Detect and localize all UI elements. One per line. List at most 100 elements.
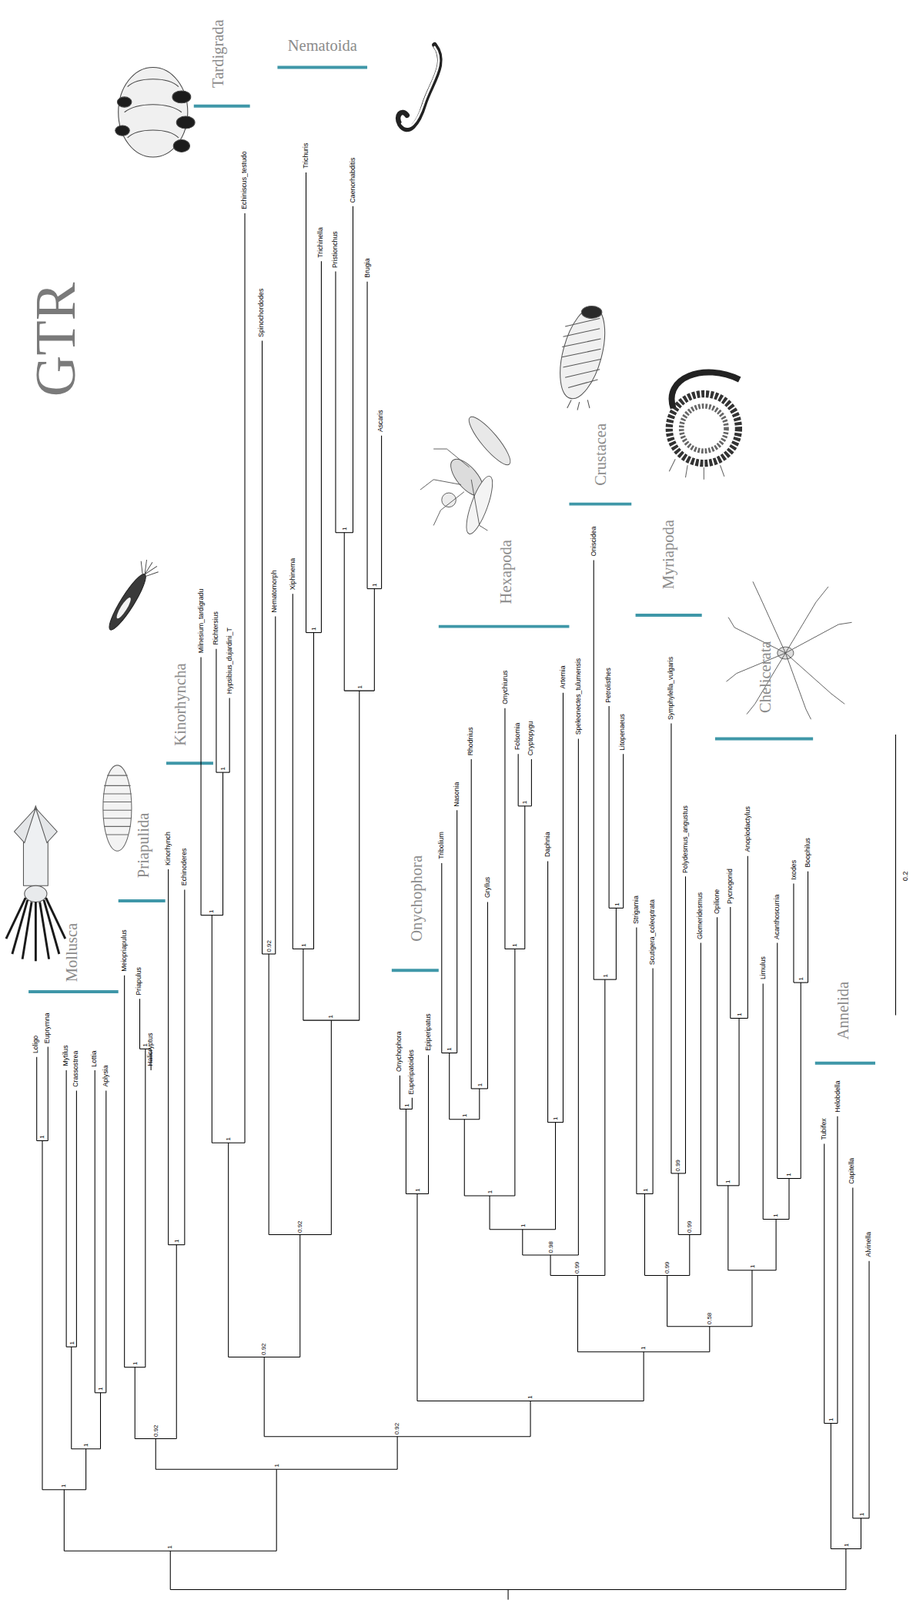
tree-branch: [321, 260, 322, 633]
taxon-name: Epiperipatus: [423, 1013, 432, 1051]
tree-branch: [66, 1070, 67, 1347]
tree-branch: [700, 942, 702, 1235]
tree-branch: [729, 906, 731, 1018]
clade-bar: [635, 613, 703, 617]
taxon-name: Priapulus: [134, 966, 143, 994]
support-value: 1: [310, 626, 318, 630]
tree-branch: [334, 270, 336, 532]
tree-branch: [299, 1234, 301, 1357]
taxon-name: Ixodes: [789, 859, 797, 880]
taxon-name: Brugia: [362, 257, 371, 278]
taxon-name: Lottia: [90, 1050, 98, 1067]
clade-bar: [28, 989, 119, 994]
taxon-name: Kinorhynch: [163, 831, 172, 866]
tree-branch: [381, 435, 382, 589]
title-text: GTR: [24, 282, 88, 397]
support-value: 1: [476, 1083, 484, 1087]
taxon-name: Halicryptus: [146, 1032, 154, 1066]
tree-branch: [615, 907, 617, 980]
support-value: 1: [735, 1012, 743, 1016]
tree-branch: [428, 1054, 429, 1194]
support-value: 1: [414, 1187, 422, 1191]
tree-branch: [739, 1017, 740, 1185]
tree-branch: [852, 1187, 853, 1518]
tree-branch: [344, 532, 345, 691]
support-value: 1: [527, 1394, 535, 1398]
taxon-name: Xiphinema: [287, 558, 296, 590]
nematode-drawing: [397, 44, 440, 130]
isopod-drawing: [551, 302, 614, 411]
support-value: 1: [96, 1387, 104, 1391]
clade-name: Chelicerata: [755, 640, 774, 713]
support-value: 0.58: [705, 1311, 713, 1324]
taxon-name: Pycnogonid: [725, 868, 734, 904]
tree-branch: [374, 588, 375, 692]
tree-branch: [762, 983, 764, 1219]
support-value: 1: [521, 800, 529, 804]
tree-branch: [716, 916, 718, 1186]
taxon-name: Artemia: [558, 665, 566, 689]
clade-name: Mollusca: [62, 922, 81, 981]
support-value: 0.92: [152, 1424, 160, 1436]
support-value: 1: [842, 1542, 850, 1546]
priapulid-drawing: [103, 765, 132, 851]
clade-name: Crustacea: [591, 422, 609, 485]
support-value: 1: [167, 1545, 174, 1549]
taxon-name: Trichinella: [316, 226, 325, 258]
taxon-name: Mytilus: [61, 1044, 70, 1066]
kinorhynch-drawing: [101, 556, 161, 636]
taxon-name: Onychophora: [394, 1030, 403, 1071]
taxon-name: Euprymna: [43, 1012, 51, 1044]
tree-branch: [747, 856, 749, 1019]
taxon-name: Spinochordodes: [257, 287, 265, 337]
support-value: 1: [446, 1046, 454, 1051]
tree-branch: [76, 1090, 77, 1348]
taxon-name: Acanthoscurria: [772, 893, 781, 939]
tree-branch: [514, 948, 516, 1196]
taxon-name: Milnesium_tardigradu: [196, 588, 205, 654]
millipede-drawing: [668, 372, 740, 480]
tree-branch: [134, 1367, 136, 1439]
support-value: 1: [461, 1113, 469, 1118]
tree-branch: [471, 759, 472, 1089]
support-value: 1: [225, 1137, 233, 1141]
support-value: 1: [641, 1187, 649, 1191]
tree-branch: [685, 876, 686, 1174]
clade-name: Kinorhyncha: [170, 662, 189, 746]
taxon-name: Echinoderes: [179, 848, 188, 887]
tree-branch: [227, 1142, 229, 1357]
support-value: 1: [142, 1043, 150, 1047]
clade-bar: [715, 736, 813, 740]
support-value: 1: [785, 1172, 793, 1176]
support-value: 0.92: [260, 1342, 268, 1355]
tree-branch: [215, 648, 217, 773]
tree-branch: [518, 753, 519, 806]
tree-branch: [36, 1056, 37, 1141]
tree-branch: [531, 759, 532, 806]
tree-branch: [331, 1020, 332, 1235]
tree-branch: [577, 1274, 579, 1352]
taxon-name: Hypsibius_dujardini_T: [224, 627, 233, 694]
support-value: 1: [640, 1346, 648, 1350]
taxon-name: Richtersius: [211, 611, 220, 645]
taxon-name: Meiopriapulus: [120, 929, 128, 971]
taxon-name: Limulus: [758, 956, 766, 980]
taxon-name: Loligo: [31, 1034, 40, 1053]
support-value: 1: [356, 685, 364, 689]
tree-branch: [261, 341, 263, 954]
tree-branch: [411, 1097, 413, 1110]
taxon-name: Alvinella: [864, 1231, 873, 1258]
tree-branch: [292, 593, 294, 949]
support-value: 1: [749, 1264, 756, 1268]
support-value: 1: [601, 973, 609, 977]
support-value: 1: [83, 1443, 91, 1447]
tree-branch: [604, 979, 606, 1275]
support-value: 1: [551, 1117, 559, 1121]
tree-branch: [547, 860, 549, 1122]
taxon-name: Pristionchus: [331, 230, 339, 268]
support-value: 1: [300, 943, 308, 947]
tree-branch: [367, 281, 368, 589]
support-value: 1: [173, 1239, 181, 1243]
tree-branch: [211, 915, 213, 1144]
clade-bar: [391, 968, 439, 972]
